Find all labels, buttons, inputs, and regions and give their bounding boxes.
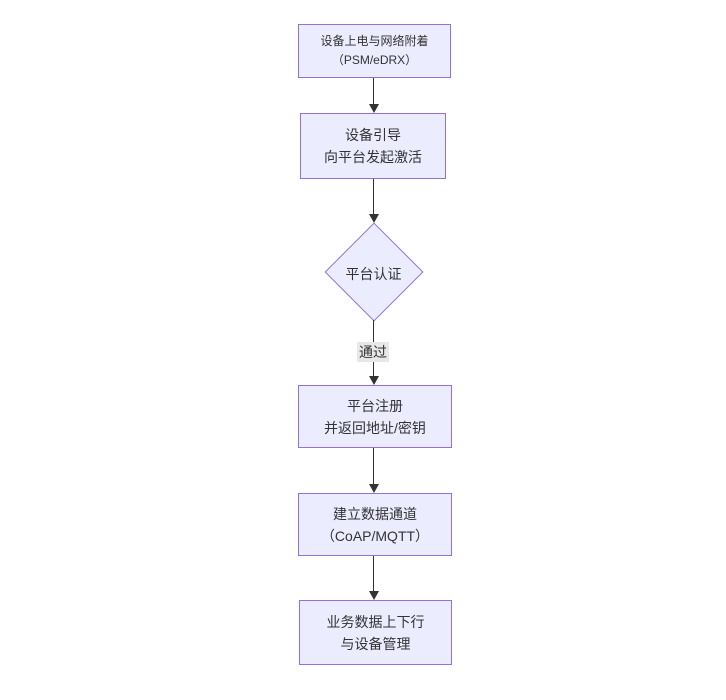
arrowhead-icon xyxy=(368,104,379,113)
node-auth-decision: 平台认证 xyxy=(322,222,425,321)
node-text-line: （CoAP/MQTT） xyxy=(320,527,430,544)
edge-line xyxy=(373,179,374,215)
arrowhead-icon xyxy=(368,214,379,223)
node-text-line: 平台认证 xyxy=(345,266,402,282)
node-text-line: 设备上电与网络附着 xyxy=(320,34,429,48)
node-text-line: 向平台发起激活 xyxy=(324,149,422,165)
arrowhead-icon xyxy=(368,484,379,493)
arrowhead-icon xyxy=(368,376,379,385)
node-text-line: 并返回地址/密钥 xyxy=(324,419,426,436)
node-text-line: （PSM/eDRX） xyxy=(331,53,418,67)
edge-label: 通过 xyxy=(357,342,389,362)
node-text-line: 建立数据通道 xyxy=(333,505,417,522)
edge-line xyxy=(373,556,374,592)
node-text-line: 平台注册 xyxy=(347,397,403,414)
node-text-line: 设备引导 xyxy=(345,127,401,143)
node-text-line: 业务数据上下行 xyxy=(326,613,425,630)
node-business-data: 业务数据上下行 与设备管理 xyxy=(299,600,452,665)
edge-line xyxy=(373,78,374,105)
node-text-line: 与设备管理 xyxy=(340,635,411,652)
node-power-attach: 设备上电与网络附着 （PSM/eDRX） xyxy=(298,24,451,78)
edge-line xyxy=(373,448,374,485)
arrowhead-icon xyxy=(368,591,379,600)
node-data-channel: 建立数据通道 （CoAP/MQTT） xyxy=(298,493,452,556)
node-bootstrap: 设备引导 向平台发起激活 xyxy=(300,113,446,179)
node-register: 平台注册 并返回地址/密钥 xyxy=(298,385,452,448)
